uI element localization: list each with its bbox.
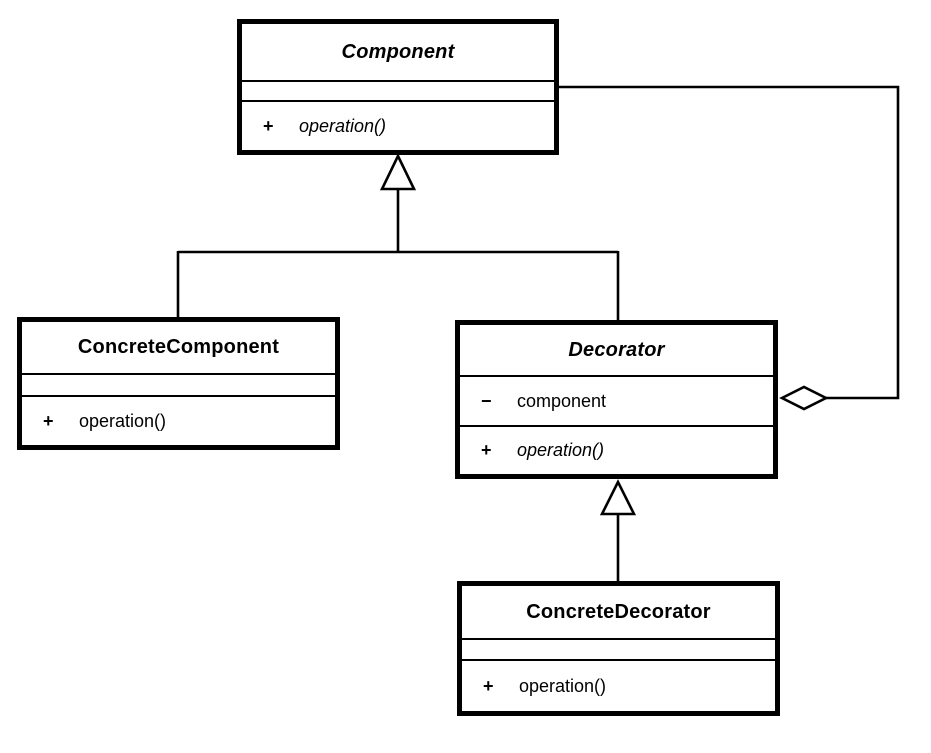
method-row: + operation() (462, 661, 775, 711)
methods-compartment: + operation() (242, 100, 554, 150)
generalization-connector-to-component (176, 189, 620, 322)
class-name: ConcreteComponent (22, 322, 335, 373)
visibility-symbol: + (481, 440, 492, 460)
methods-compartment: + operation() (462, 659, 775, 711)
attributes-compartment (242, 80, 554, 100)
method-signature: operation() (299, 115, 387, 136)
class-name: ConcreteDecorator (462, 586, 775, 638)
method-row: + operation() (460, 427, 773, 474)
class-name-text: ConcreteComponent (77, 336, 280, 358)
class-decorator: Decorator − component + operation() (455, 320, 778, 479)
aggregation-diamond-icon (779, 385, 829, 411)
method-row: + operation() (22, 397, 335, 445)
attribute-name: component (517, 390, 607, 411)
attributes-compartment: − component (460, 375, 773, 425)
visibility-symbol: + (263, 115, 274, 136)
class-name: Decorator (460, 325, 773, 375)
method-signature: operation() (517, 440, 605, 460)
class-component: Component + operation() (237, 19, 559, 155)
attributes-compartment (462, 638, 775, 659)
class-name-text: Component (341, 40, 455, 63)
method-signature: operation() (79, 410, 167, 431)
attribute-row: − component (460, 377, 773, 425)
aggregation-connector (557, 85, 900, 400)
class-concrete-decorator: ConcreteDecorator + operation() (457, 581, 780, 716)
class-name-text: Decorator (568, 338, 665, 361)
visibility-symbol: − (481, 390, 492, 411)
methods-compartment: + operation() (22, 395, 335, 445)
visibility-symbol: + (483, 675, 494, 696)
method-signature: operation() (519, 675, 607, 696)
method-row: + operation() (242, 102, 554, 150)
methods-compartment: + operation() (460, 425, 773, 474)
class-name: Component (242, 24, 554, 80)
attributes-compartment (22, 373, 335, 395)
generalization-triangle-icon (379, 153, 417, 191)
class-name-text: ConcreteDecorator (526, 600, 711, 623)
visibility-symbol: + (43, 410, 54, 431)
generalization-triangle-icon (599, 479, 637, 516)
class-concrete-component: ConcreteComponent + operation() (17, 317, 340, 450)
